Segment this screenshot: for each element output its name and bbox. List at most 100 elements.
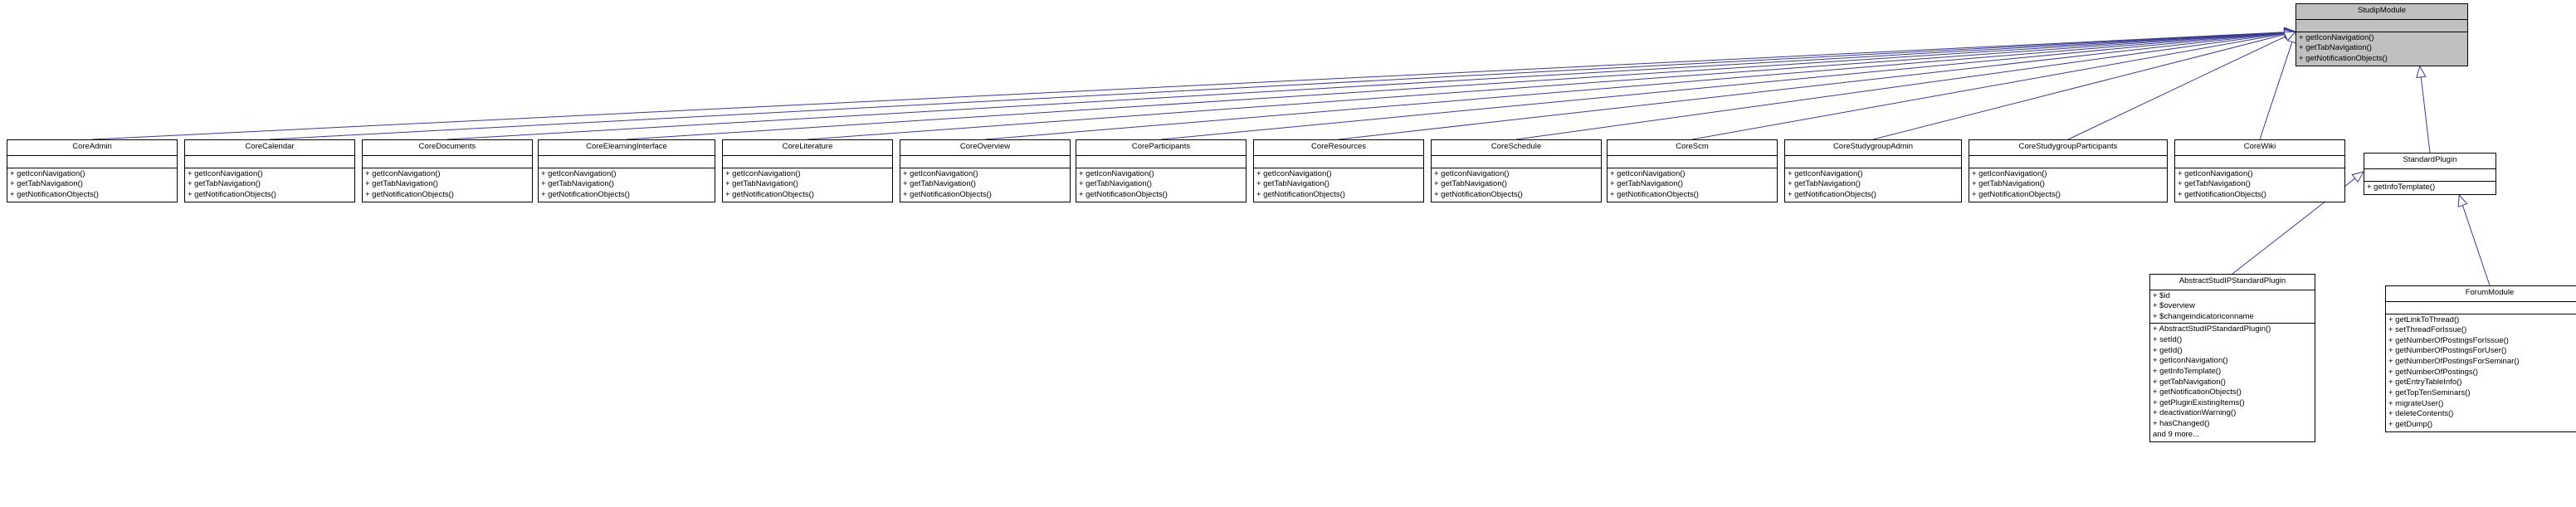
uml-attribute: + $changeindicatoriconname — [2153, 311, 2254, 321]
generalization-arrowhead — [2284, 27, 2297, 38]
uml-operation: + getTabNavigation() — [1972, 179, 2045, 189]
uml-operation: + getIconNavigation() — [10, 168, 85, 178]
generalization-line — [1691, 32, 2286, 140]
generalization-line — [807, 32, 2286, 140]
uml-attribute-compartment — [723, 156, 892, 168]
uml-class-corestudygroupadmin[interactable]: CoreStudygroupAdmin + getIconNavigation()… — [1784, 139, 1962, 203]
uml-class-coreliterature[interactable]: CoreLiterature+ getIconNavigation()+ get… — [722, 139, 893, 203]
generalization-arrowhead — [2457, 193, 2468, 207]
generalization-arrowhead — [2283, 28, 2297, 39]
uml-attribute-compartment — [185, 156, 354, 168]
generalization-arrowhead — [2283, 31, 2297, 41]
uml-attribute-compartment — [900, 156, 1070, 168]
uml-operation: + getTabNavigation() — [1434, 179, 1507, 189]
uml-class-coredocuments[interactable]: CoreDocuments+ getIconNavigation()+ getT… — [362, 139, 533, 203]
uml-class-coreparticipants[interactable]: CoreParticipants+ getIconNavigation()+ g… — [1076, 139, 1247, 203]
uml-operation: + getIconNavigation() — [1256, 168, 1332, 178]
generalization-line — [1338, 32, 2286, 140]
uml-operation: + AbstractStudIPStandardPlugin() — [2153, 324, 2271, 334]
generalization-arrowhead — [2416, 65, 2427, 79]
uml-operation: + getNotificationObjects() — [1434, 189, 1523, 199]
generalization-line — [1872, 33, 2286, 140]
uml-operation: + getNumberOfPostingsForIssue() — [2388, 335, 2509, 345]
uml-operation: + getNotificationObjects() — [1256, 189, 1345, 199]
uml-operation: + getDump() — [2388, 419, 2433, 429]
generalization-arrowhead — [2283, 29, 2297, 40]
generalization-line — [2420, 76, 2431, 154]
uml-operation: + getTabNavigation() — [188, 179, 261, 189]
uml-operation: + getNotificationObjects() — [903, 189, 992, 199]
uml-operation-compartment: + getIconNavigation()+ getTabNavigation(… — [2296, 32, 2467, 66]
generalization-line — [2461, 205, 2491, 286]
uml-operation: + getIconNavigation() — [903, 168, 978, 178]
uml-class-coreoverview[interactable]: CoreOverview + getIconNavigation()+ getTa… — [900, 139, 1071, 203]
uml-operation-compartment: + getIconNavigation()+ getTabNavigation(… — [1785, 168, 1961, 202]
uml-class-corestudygroupparticipants[interactable]: CoreStudygroupParticipants+ getIconNavig… — [1969, 139, 2168, 203]
uml-operation: + getId() — [2153, 345, 2183, 355]
uml-operation-compartment: + getLinkToThread()+ setThreadForIssue()… — [2386, 314, 2576, 432]
generalization-line — [1515, 32, 2286, 140]
uml-class-coreschedule[interactable]: CoreSchedule+ getIconNavigation()+ getTa… — [1431, 139, 1602, 203]
uml-attribute-compartment — [1608, 156, 1777, 168]
uml-class-title: CoreOverview — [900, 140, 1070, 156]
uml-operation-compartment: + getIconNavigation()+ getTabNavigation(… — [1969, 168, 2167, 202]
uml-operation-compartment: + AbstractStudIPStandardPlugin()+ setId(… — [2150, 324, 2315, 441]
uml-operation: + getTabNavigation() — [2299, 43, 2372, 53]
uml-operation: + getNotificationObjects() — [2299, 53, 2388, 63]
generalization-arrowhead — [2283, 27, 2297, 38]
uml-operation-compartment: + getIconNavigation()+ getTabNavigation(… — [363, 168, 532, 202]
uml-class-corescm[interactable]: CoreScm+ getIconNavigation()+ getTabNavi… — [1607, 139, 1778, 203]
generalization-line — [2067, 36, 2286, 140]
uml-operation: + getTabNavigation() — [903, 179, 976, 189]
uml-class-studipmodule[interactable]: StudipModule+ getIconNavigation()+ getTa… — [2295, 3, 2468, 67]
uml-class-title: CoreCalendar — [185, 140, 354, 156]
generalization-arrowhead — [2283, 27, 2297, 38]
uml-class-title: AbstractStudIPStandardPlugin — [2150, 275, 2315, 290]
uml-operation: + migrateUser() — [2388, 398, 2444, 408]
uml-class-abstractstudipstandardplugin[interactable]: AbstractStudIPStandardPlugin+ $id+ $over… — [2149, 274, 2315, 443]
generalization-arrowhead — [2284, 27, 2297, 38]
uml-operation: + setThreadForIssue() — [2388, 325, 2467, 335]
uml-operation-compartment: + getIconNavigation()+ getTabNavigation(… — [900, 168, 1070, 202]
uml-class-corecalendar[interactable]: CoreCalendar+ getIconNavigation()+ getTa… — [184, 139, 355, 203]
uml-operation: + getNotificationObjects() — [1788, 189, 1876, 199]
uml-operation: + getTabNavigation() — [365, 179, 438, 189]
uml-operation: + getNumberOfPostingsForSeminar() — [2388, 357, 2520, 367]
uml-class-standardplugin[interactable]: StandardPlugin + getInfoTemplate() — [2364, 153, 2496, 196]
uml-attribute-compartment — [1432, 156, 1601, 168]
uml-operation: + deactivationWarning() — [2153, 408, 2237, 418]
generalization-arrowhead — [2284, 27, 2297, 38]
uml-attribute-compartment: + $id+ $overview+ $changeindicatoriconna… — [2150, 290, 2315, 324]
uml-operation: + getTabNavigation() — [1256, 179, 1329, 189]
uml-class-title: StandardPlugin — [2364, 154, 2496, 169]
uml-operation: + getTabNavigation() — [10, 179, 83, 189]
generalization-line — [269, 32, 2286, 140]
uml-operation: + getTabNavigation() — [725, 179, 798, 189]
uml-operation: + getTabNavigation() — [2153, 377, 2226, 387]
uml-operation: + getInfoTemplate() — [2153, 366, 2222, 376]
uml-attribute-compartment — [1076, 156, 1246, 168]
uml-operation: + getTabNavigation() — [2178, 179, 2251, 189]
uml-class-title: CoreElearningInterface — [539, 140, 715, 156]
uml-class-forummodule[interactable]: ForumModule + getLinkToThread()+ setThrea… — [2385, 285, 2576, 433]
uml-operation: + getIconNavigation() — [1972, 168, 2047, 178]
uml-class-title: ForumModule — [2386, 286, 2576, 302]
uml-operation-compartment: + getIconNavigation()+ getTabNavigation(… — [539, 168, 715, 202]
generalization-arrowhead — [2284, 27, 2297, 38]
uml-operation-compartment: + getIconNavigation()+ getTabNavigation(… — [2175, 168, 2344, 202]
uml-class-title: CoreResources — [1254, 140, 1423, 156]
uml-class-coreelearninginterface[interactable]: CoreElearningInterface + getIconNavigatio… — [538, 139, 715, 203]
uml-class-coreadmin[interactable]: CoreAdmin+ getIconNavigation()+ getTabNa… — [7, 139, 178, 203]
uml-operation: + getInfoTemplate() — [2367, 182, 2436, 192]
uml-class-title: CoreStudygroupAdmin — [1785, 140, 1961, 156]
uml-operation: + getNotificationObjects() — [541, 189, 630, 199]
uml-operation: + getPluginExistingItems() — [2153, 397, 2245, 407]
generalization-line — [91, 32, 2286, 140]
uml-class-corewiki[interactable]: CoreWiki+ getIconNavigation()+ getTabNav… — [2174, 139, 2345, 203]
uml-operation: + getNotificationObjects() — [1079, 189, 1168, 199]
uml-operation-compartment: + getIconNavigation()+ getTabNavigation(… — [1254, 168, 1423, 202]
uml-attribute-compartment — [1254, 156, 1423, 168]
uml-class-coreresources[interactable]: CoreResources + getIconNavigation()+ getT… — [1253, 139, 1424, 203]
generalization-line — [626, 32, 2286, 140]
uml-operation: + getIconNavigation() — [365, 168, 441, 178]
